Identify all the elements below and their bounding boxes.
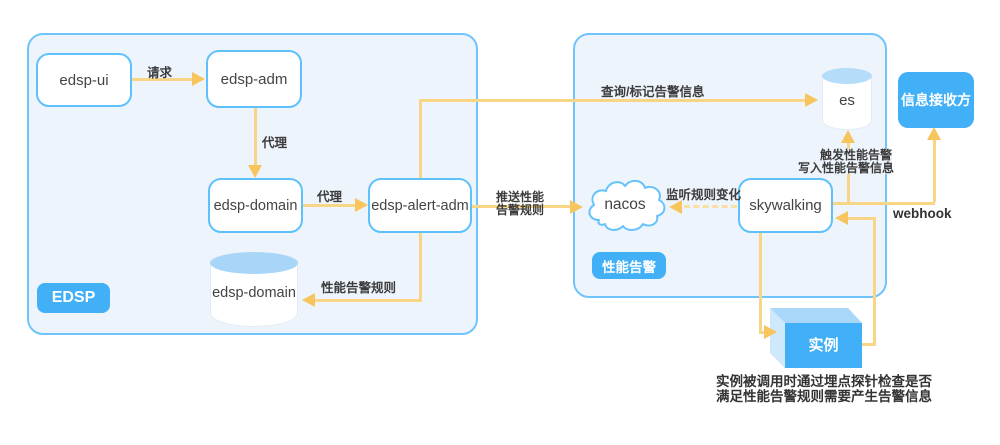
edge-skywalking-to-instance-hline — [759, 331, 766, 334]
node-instance-3d-box: 实例 — [770, 308, 862, 368]
edge-skywalking-out-hline — [833, 202, 935, 205]
node-edsp-ui-label: edsp-ui — [59, 71, 109, 89]
edge-query-hline — [419, 99, 805, 102]
edge-push-label-line2: 告警规则 — [495, 202, 544, 217]
edge-push-label-line1: 推送性能 — [495, 190, 544, 204]
arrowhead-right-icon — [570, 200, 583, 214]
node-edsp-adm: edsp-adm — [206, 50, 302, 108]
edge-webhook-label: webhook — [893, 206, 952, 221]
es-database-cylinder: es — [822, 68, 872, 130]
edge-request-label: 请求 — [147, 66, 173, 80]
edge-query-label: 查询/标记告警信息 — [601, 85, 705, 99]
instance-left-face — [770, 308, 785, 368]
node-edsp-domain: edsp-domain — [208, 178, 303, 233]
arrowhead-right-icon — [764, 325, 777, 339]
node-edsp-adm-label: edsp-adm — [220, 70, 288, 88]
edge-trigger-label: 触发性能告警 写入性能告警信息 — [798, 148, 895, 175]
edge-trigger-label-line2: 写入性能告警信息 — [798, 160, 895, 175]
edge-webhook-vline — [933, 140, 936, 202]
db-es-label: es — [839, 92, 855, 109]
node-skywalking: skywalking — [738, 178, 833, 233]
db-edsp-domain-label: edsp-domain — [212, 285, 296, 301]
arrowhead-right-icon — [355, 198, 368, 212]
node-edsp-alert-adm: edsp-alert-adm — [368, 178, 472, 233]
edge-push-label: 推送性能 告警规则 — [494, 191, 546, 216]
arrowhead-right-icon — [805, 93, 818, 107]
node-nacos-label: nacos — [604, 196, 646, 213]
edge-perf-rule-hline — [315, 299, 422, 302]
node-instance-label: 实例 — [808, 336, 838, 354]
edge-proxy1-line — [254, 108, 257, 165]
arrowhead-up-icon — [927, 127, 941, 140]
edge-proxy2-line — [303, 204, 355, 207]
instance-front-face — [785, 323, 862, 368]
edge-skywalking-to-instance-vline — [759, 233, 762, 334]
arrowhead-down-icon — [248, 165, 262, 178]
edge-request-line — [132, 78, 192, 81]
node-message-receiver: 信息接收方 — [898, 72, 974, 128]
edge-instance-to-skywalking-vline — [873, 217, 876, 345]
node-edsp-alert-adm-label: edsp-alert-adm — [371, 197, 469, 214]
instance-top-face — [770, 308, 862, 323]
edge-proxy2-label: 代理 — [317, 190, 343, 204]
edge-query-vline — [419, 100, 422, 178]
arrowhead-left-icon — [669, 200, 682, 214]
arrowhead-right-icon — [192, 72, 205, 86]
edge-instance-to-skywalking-bottom — [862, 343, 876, 346]
nacos-cloud-shape: nacos — [588, 180, 666, 231]
edge-proxy1-label: 代理 — [262, 136, 288, 150]
edsp-domain-database-cylinder: edsp-domain — [210, 252, 298, 327]
edge-push-line — [472, 205, 570, 208]
node-skywalking-label: skywalking — [749, 197, 822, 214]
edge-perf-rule-label: 性能告警规则 — [321, 281, 397, 295]
cylinder-top — [822, 68, 872, 84]
arrowhead-left-icon — [835, 211, 848, 225]
instance-caption: 实例被调用时通过埋点探针检查是否 满足性能告警规则需要产生告警信息 — [708, 374, 940, 404]
edsp-group-badge: EDSP — [37, 283, 110, 313]
edge-listen-dashed-line — [684, 205, 737, 208]
arrowhead-up-icon — [841, 130, 855, 143]
instance-caption-line1: 实例被调用时通过埋点探针检查是否 — [716, 374, 932, 389]
edge-perf-rule-vline — [419, 233, 422, 302]
node-edsp-domain-label: edsp-domain — [213, 197, 298, 214]
node-edsp-ui: edsp-ui — [36, 53, 132, 107]
cylinder-body — [822, 76, 872, 130]
edge-trigger-label-line1: 触发性能告警 — [819, 148, 892, 162]
edge-listen-label: 监听规则变化 — [666, 188, 742, 202]
cylinder-top — [210, 252, 298, 274]
arrowhead-left-icon — [302, 293, 315, 307]
edge-instance-to-skywalking-hline — [846, 217, 876, 220]
instance-caption-line2: 满足性能告警规则需要产生告警信息 — [716, 389, 932, 404]
performance-alert-group-badge: 性能告警 — [592, 252, 666, 279]
